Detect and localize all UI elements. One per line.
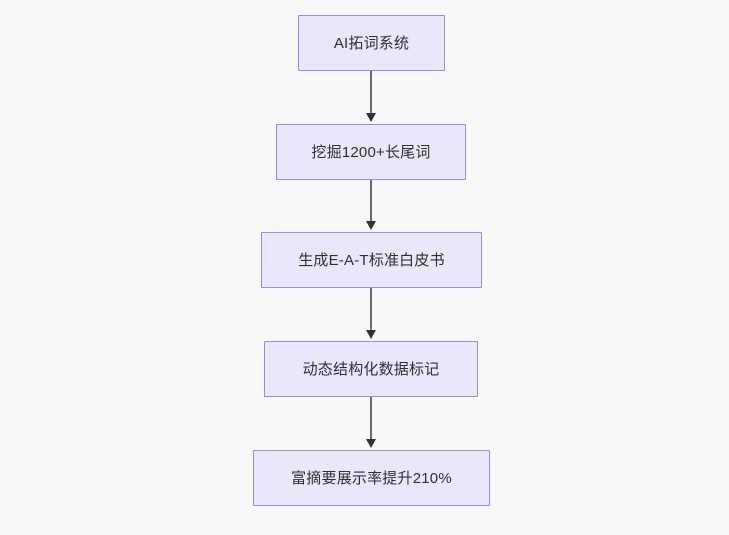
flow-node-label: 富摘要展示率提升210%	[291, 469, 452, 487]
flow-node-label: 挖掘1200+长尾词	[311, 143, 431, 161]
arrowhead-n3-n4	[365, 330, 376, 339]
flow-node-rich-snippet-rate-increase[interactable]: 富摘要展示率提升210%	[253, 450, 490, 506]
flow-node-ai-keyword-system[interactable]: AI拓词系统	[298, 15, 445, 71]
flow-node-label: 动态结构化数据标记	[302, 360, 440, 378]
edge-n2-n3	[370, 180, 372, 223]
edge-n4-n5	[370, 397, 372, 441]
arrowhead-n1-n2	[365, 113, 376, 122]
flow-node-label: 生成E-A-T标准白皮书	[298, 251, 445, 269]
edge-n3-n4	[370, 288, 372, 332]
arrowhead-n2-n3	[365, 221, 376, 230]
arrowhead-n4-n5	[365, 439, 376, 448]
flow-node-generate-eat-whitepaper[interactable]: 生成E-A-T标准白皮书	[261, 232, 482, 288]
edge-n1-n2	[370, 71, 372, 115]
flow-node-dynamic-structured-data-markup[interactable]: 动态结构化数据标记	[264, 341, 478, 397]
flow-node-label: AI拓词系统	[333, 34, 410, 52]
flow-node-mine-longtail-keywords[interactable]: 挖掘1200+长尾词	[276, 124, 466, 180]
